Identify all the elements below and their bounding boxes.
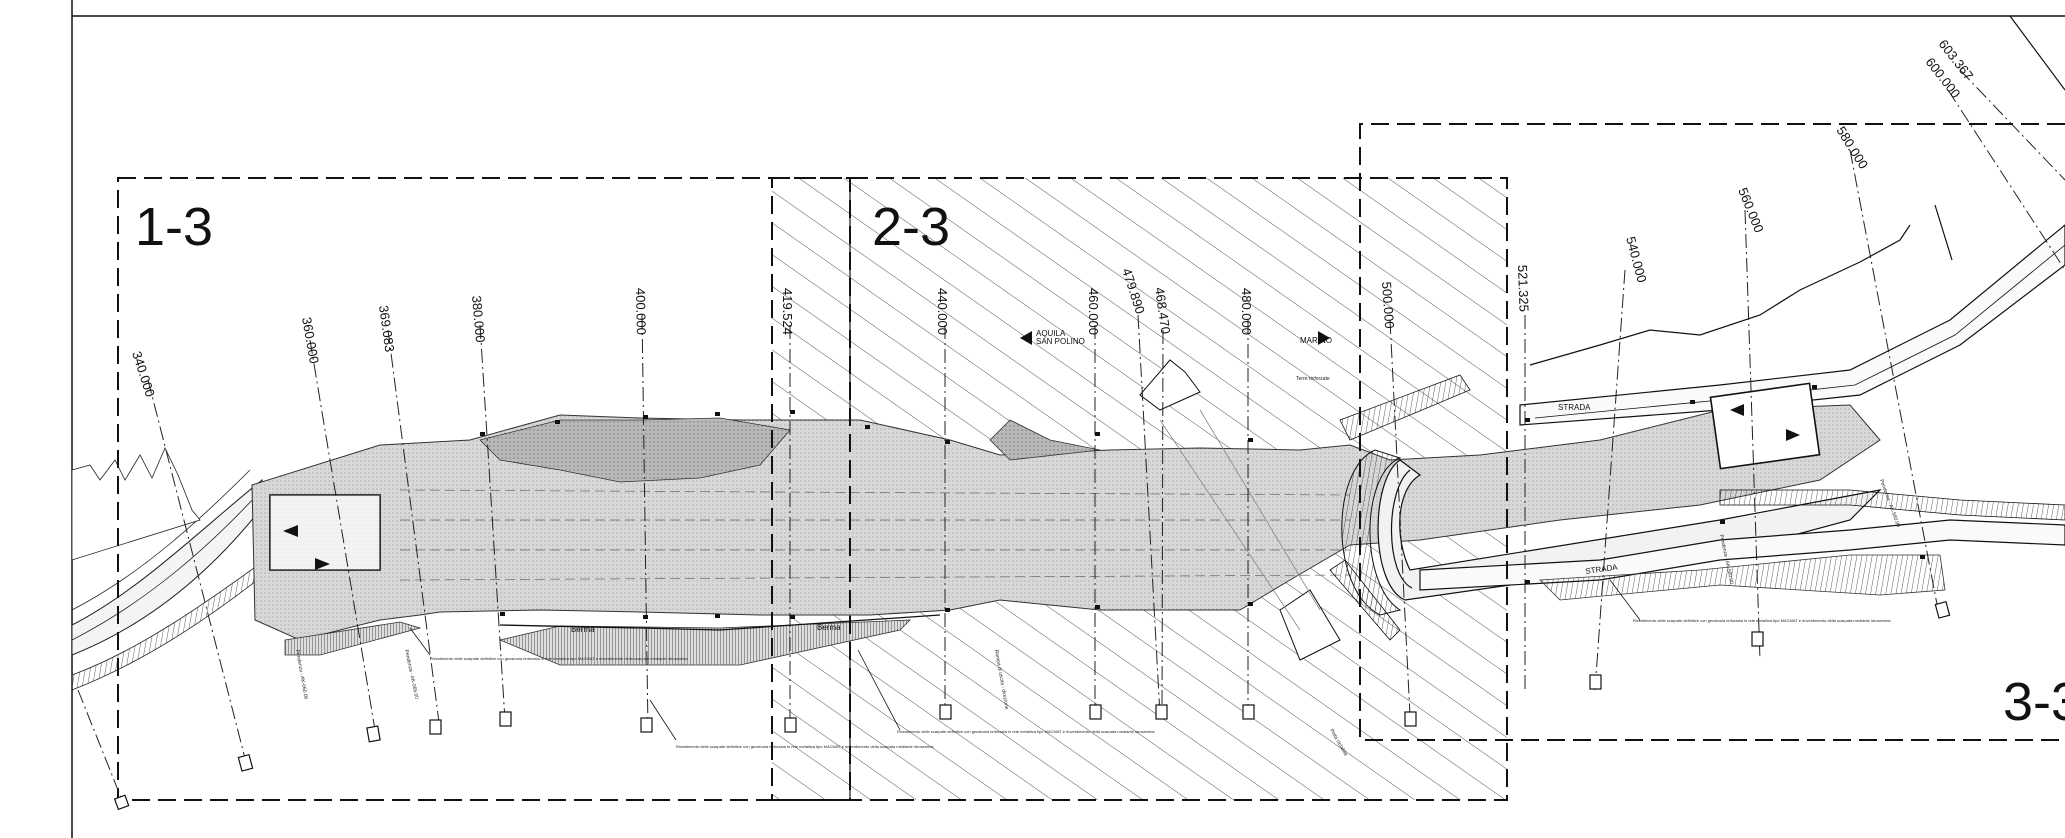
chainage-369: 369.083	[376, 304, 397, 353]
section-marker	[237, 753, 254, 772]
chainage-540: 540.000	[1623, 235, 1650, 284]
section-marker	[939, 704, 952, 720]
chainage-580: 580.000	[1833, 124, 1871, 172]
section-marker	[429, 719, 442, 735]
chainage-480: 480.000	[1239, 288, 1254, 335]
sheet-3-boundary	[1359, 123, 2065, 741]
chainage-419: 419.524	[780, 288, 795, 335]
chainage-460: 460.000	[1086, 288, 1101, 335]
leader-lines	[409, 579, 1641, 741]
section-marker	[366, 725, 381, 743]
direction-label-marino: MARINO	[1300, 336, 1332, 345]
sheet-label-3: 3-3	[2003, 672, 2065, 732]
sheet-label-2: 2-3	[872, 197, 950, 257]
section-marker	[640, 717, 653, 733]
chainage-380: 380.000	[469, 295, 488, 343]
note-2: Rivestimento delle scarpate definitive c…	[676, 744, 934, 749]
section-marker	[113, 794, 130, 811]
chainage-340: 340.000	[129, 349, 158, 398]
note-3: Rivestimento delle scarpate definitive c…	[897, 729, 1155, 734]
strada-label-1: STRADA	[1558, 403, 1591, 412]
section-marker	[784, 717, 797, 733]
section-marker	[1242, 704, 1255, 720]
direction-label-san-polino: SAN POLINO	[1036, 337, 1085, 346]
sheet-1-boundary	[117, 177, 851, 801]
note-1: Rivestimento delle scarpate definitive c…	[430, 656, 688, 661]
sheet-2-boundary	[771, 177, 1508, 801]
chainage-440: 440.000	[935, 288, 950, 335]
chainage-lines	[77, 69, 2065, 801]
berma-label-2: Berma	[817, 623, 841, 632]
section-marker	[1404, 711, 1417, 727]
road-platform	[71, 15, 2065, 691]
section-marker	[1934, 600, 1951, 619]
berma-label-1: Berma	[571, 625, 595, 634]
chainage-500: 500.000	[1379, 281, 1397, 329]
chainage-560: 560.000	[1735, 186, 1767, 235]
chainage-468: 468.470	[1152, 286, 1173, 335]
sheet-boundaries	[117, 123, 2065, 801]
section-marker	[1751, 631, 1764, 647]
section-marker	[1589, 674, 1602, 690]
direction-arrows: AQUILA SAN POLINO MARINO	[1020, 329, 1332, 346]
section-markers	[113, 600, 1951, 811]
section-marker	[1089, 704, 1102, 720]
section-marker	[499, 711, 512, 727]
chainage-400: 400.000	[633, 288, 649, 335]
vertical-note-1: Pendenza - AK-060.00	[294, 649, 309, 700]
section-marker	[1155, 704, 1168, 720]
chainage-360: 360.000	[299, 316, 322, 365]
vertical-note-2: Pendenza - AK-065.00	[403, 649, 419, 700]
terre-label: Terre rinforzate	[1296, 376, 1330, 382]
note-4: Rivestimento delle scarpate definitive c…	[1633, 618, 1891, 623]
notes: Rivestimento delle scarpate definitive c…	[430, 618, 1891, 749]
sheet-frame	[71, 0, 2065, 838]
direction-label-aquila: AQUILA	[1036, 329, 1066, 338]
chainage-521: 521.325	[1515, 265, 1532, 312]
sheet-label-1: 1-3	[135, 197, 213, 257]
pole-markers	[480, 385, 1925, 619]
